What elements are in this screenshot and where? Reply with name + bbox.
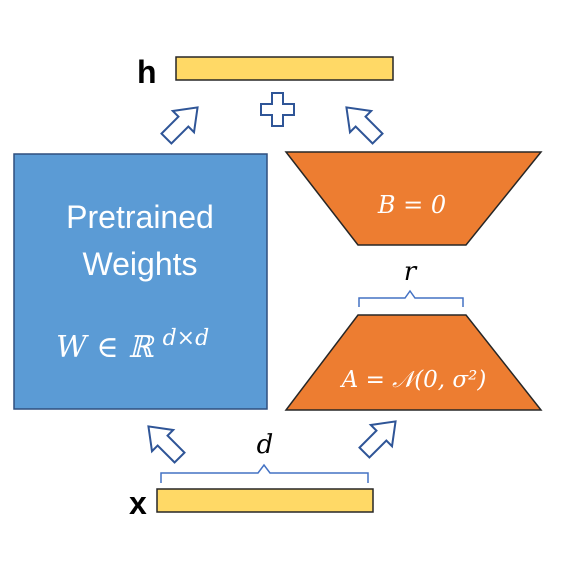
arrow-input-to-pretrained [147,425,186,464]
matrix-a-trapezoid [284,314,543,411]
pretrained-title-line1: Pretrained [66,199,214,235]
plus-icon [260,92,295,127]
dim-brace [160,463,369,483]
arrow-adapter-to-output [345,106,384,145]
pretrained-math: W ∈ ℝ d×d [56,326,209,365]
matrix-a-label: A = 𝒩(0, σ²) [340,367,487,393]
matrix-b-trapezoid [284,151,543,246]
pretrained-title-line2: Weights [82,246,197,282]
input-vector-bar [156,488,374,513]
input-label: x [129,485,147,521]
output-vector-bar [175,56,394,81]
pretrained-math-base: W ∈ ℝ [56,330,155,365]
pretrained-weights-block [13,153,268,410]
rank-label: r [404,257,418,287]
matrix-b-label: B = 0 [377,191,446,219]
arrow-pretrained-to-output [160,106,199,145]
pretrained-math-sup: d×d [163,326,210,351]
output-label: h [137,54,157,90]
dim-label: d [257,430,274,460]
arrow-input-to-adapter [358,420,397,459]
rank-brace [358,289,464,307]
